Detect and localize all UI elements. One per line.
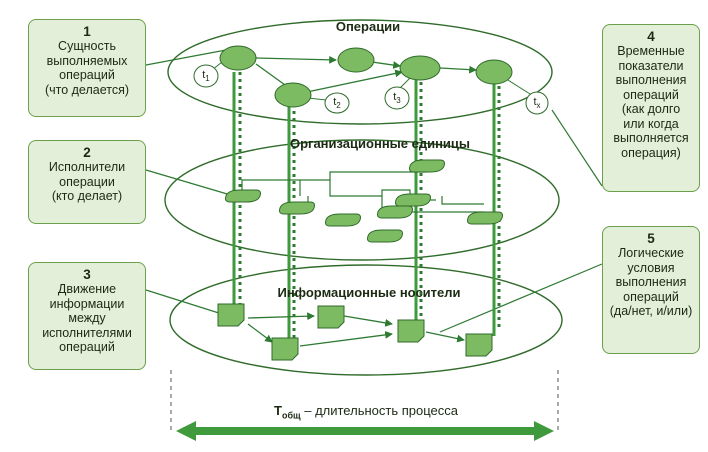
- org-unit-node: [467, 211, 503, 225]
- callout-5-connector: [439, 263, 603, 333]
- time-bubble-t3: [384, 86, 410, 110]
- operation-node: [219, 45, 257, 71]
- callout-1-text: Сущность выполняемых операций (что делае…: [44, 39, 130, 97]
- operation-node: [399, 55, 441, 81]
- document-node: [217, 303, 245, 327]
- document-node: [317, 305, 345, 329]
- duration-label: Tобщ – длительность процесса: [274, 403, 458, 421]
- media-flow-arrows: [247, 312, 465, 347]
- time-link: [507, 79, 531, 95]
- callout-3-number: 3: [83, 267, 91, 282]
- org-unit-node: [225, 189, 261, 203]
- time-label-t2: t2: [333, 95, 341, 111]
- callout-2-number: 2: [83, 145, 91, 160]
- units-layer-ellipse: [164, 139, 560, 261]
- operations-layer-title: Операции: [335, 19, 401, 34]
- org-unit-node: [409, 159, 445, 173]
- operation-flow-arrow: [439, 65, 477, 74]
- callout-4-connector: [551, 109, 603, 187]
- callout-5-number: 5: [647, 231, 655, 246]
- operation-flow-arrow: [371, 61, 401, 69]
- org-unit-node: [367, 229, 403, 243]
- time-bubble-tx: [525, 91, 549, 115]
- document-node: [397, 319, 425, 343]
- time-label-t3: t3: [393, 90, 401, 106]
- document-node: [465, 333, 493, 357]
- callout-2-text: Исполнители операции (кто делает): [48, 160, 126, 203]
- org-unit-node: [395, 193, 431, 207]
- time-link: [399, 77, 411, 89]
- media-layer-title: Информационные носители: [277, 285, 461, 300]
- operation-flow-arrow: [255, 55, 337, 64]
- operation-node: [475, 59, 513, 85]
- time-link: [307, 97, 327, 101]
- document-node: [271, 337, 299, 361]
- callout-2: 2 Исполнители операции (кто делает): [28, 140, 146, 224]
- callout-3-text: Движение информации между исполнителями …: [42, 282, 132, 354]
- callout-1-connector: [145, 49, 227, 66]
- callout-4: 4 Временные показатели выполнения операц…: [602, 24, 700, 192]
- org-unit-node: [279, 201, 315, 215]
- operation-node: [274, 82, 312, 108]
- operation-flow-arrow: [306, 69, 403, 93]
- callout-4-number: 4: [647, 29, 655, 44]
- callout-3: 3 Движение информации между исполнителям…: [28, 262, 146, 370]
- time-bubble-t2: [324, 92, 350, 114]
- operation-node: [337, 47, 375, 73]
- callout-2-connector: [145, 169, 235, 197]
- callout-4-text: Временные показатели выполнения операций…: [613, 44, 689, 160]
- org-units: [225, 159, 503, 243]
- units-layer-title: Организационные единицы: [289, 136, 471, 151]
- time-bubble-t1: [193, 64, 219, 88]
- callout-1: 1 Сущность выполняемых операций (что дел…: [28, 19, 146, 117]
- org-unit-node: [325, 213, 361, 227]
- information-media: [217, 303, 493, 361]
- time-label-tx: tx: [533, 95, 541, 111]
- callout-5-text: Логические условия выполнения операций (…: [609, 246, 693, 318]
- callout-5: 5 Логические условия выполнения операций…: [602, 226, 700, 354]
- callout-1-number: 1: [83, 24, 91, 39]
- duration-arrow: [176, 421, 554, 441]
- time-label-t1: t1: [202, 68, 210, 84]
- org-unit-node: [377, 205, 413, 219]
- callout-3-connector: [145, 289, 223, 315]
